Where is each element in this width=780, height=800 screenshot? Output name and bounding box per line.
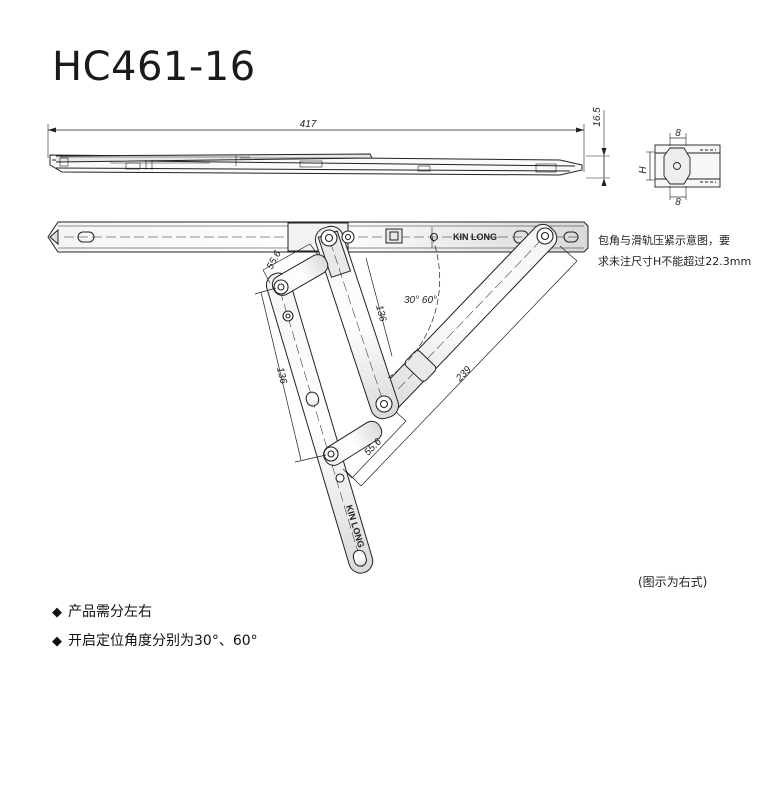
feature-item: ◆ 产品需分左右 — [52, 601, 152, 621]
note-line: 包角与滑轨压紧示意图，要 — [598, 234, 730, 247]
note-line: 求未注尺寸H不能超过22.3mm — [598, 255, 752, 268]
feature-item: ◆ 开启定位角度分别为30°、60° — [52, 630, 258, 650]
section-top-width-dimension: 8 — [675, 128, 681, 139]
hinge-arms — [265, 223, 558, 574]
section-detail — [646, 133, 721, 200]
section-bottom-width-dimension: 8 — [675, 197, 681, 208]
middle-arm — [314, 225, 399, 420]
diamond-bullet-icon: ◆ — [52, 605, 62, 620]
left-arm — [265, 272, 374, 574]
side-view — [47, 110, 610, 186]
overall-length-dimension: 417 — [300, 119, 317, 130]
opening-angle-label: 30° 60° — [404, 295, 437, 306]
figure-caption: (图示为右式) — [638, 575, 708, 589]
height-dimension: 16.5 — [592, 107, 603, 127]
product-title: HC461-16 — [52, 44, 256, 90]
dimension-arm-long: 239 — [454, 364, 475, 385]
diamond-bullet-icon: ◆ — [52, 634, 62, 649]
section-height-symbol: H — [638, 166, 649, 174]
installation-note: 包角与滑轨压紧示意图，要 求未注尺寸H不能超过22.3mm — [598, 230, 751, 272]
long-arm — [373, 223, 558, 415]
feature-text: 开启定位角度分别为30°、60° — [68, 633, 258, 649]
arm-dimension-lines — [254, 227, 578, 487]
dimension-arm-center: 136 — [373, 304, 388, 323]
feature-text: 产品需分左右 — [68, 604, 152, 620]
dimension-arm-left: 136 — [274, 366, 289, 385]
rail-brand-label: KIN LONG — [453, 232, 497, 242]
